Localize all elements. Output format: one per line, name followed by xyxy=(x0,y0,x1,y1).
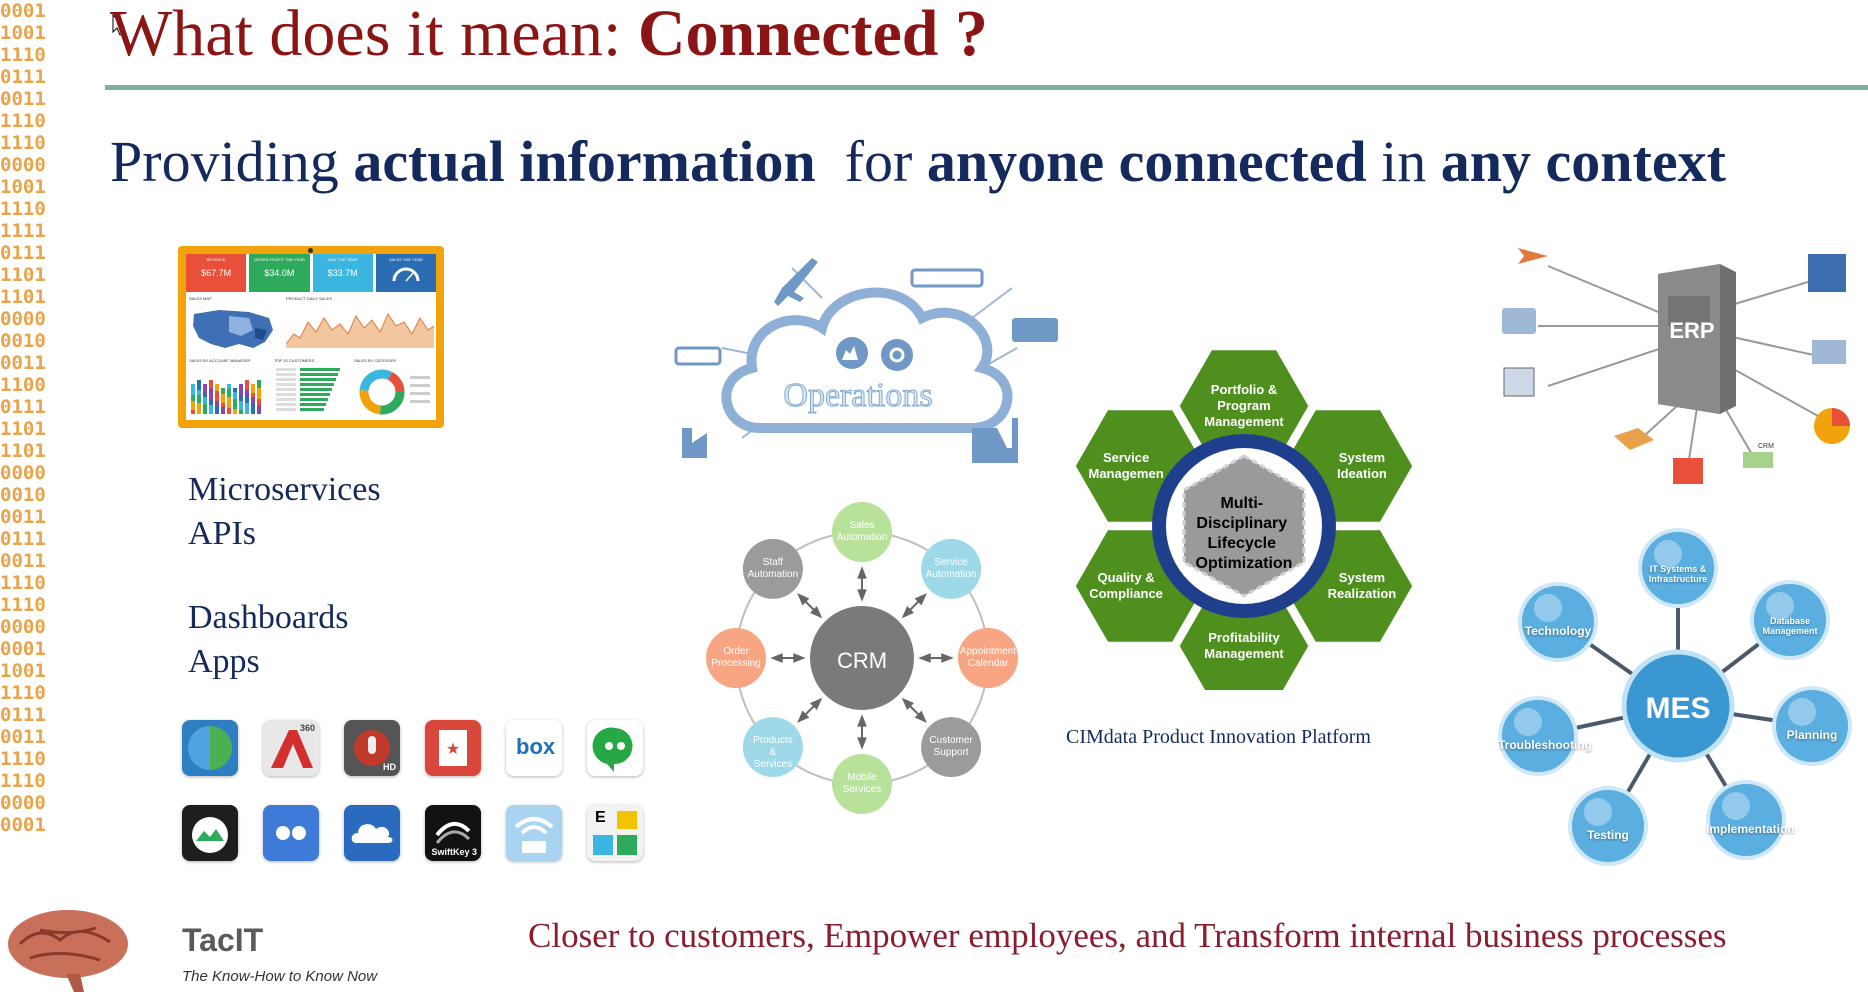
onedrive-icon[interactable] xyxy=(344,805,400,861)
kpi-row: REVENUE $67.7M GROSS PROFIT THE YEAR $34… xyxy=(186,254,436,292)
kpi-unit: UNIT THE YEAR $33.7M xyxy=(312,254,373,292)
mes-center-label: MES xyxy=(1645,692,1710,725)
brand-name: TacIT xyxy=(182,922,264,958)
kpi-revenue: REVENUE $67.7M xyxy=(186,254,247,292)
travel-app-icon[interactable]: E xyxy=(587,805,643,861)
swiftkey-icon[interactable]: SwiftKey 3 xyxy=(425,805,481,861)
box-icon[interactable]: box xyxy=(506,720,562,776)
apis-label: APIs xyxy=(188,515,257,552)
list-group-2: Dashboards Apps xyxy=(188,596,349,684)
mes-node-label: Troubleshooting xyxy=(1498,738,1592,752)
autocad-360-badge: 360 xyxy=(299,723,315,733)
cimdata-caption: CIMdata Product Innovation Platform xyxy=(1066,726,1371,748)
us-map xyxy=(193,310,273,348)
printer-icon xyxy=(1012,318,1058,342)
erp-label: ERP xyxy=(1669,318,1714,343)
daily-sales-label: PRODUCT DAILY SALES xyxy=(286,296,333,301)
stacked-bar-chart xyxy=(191,380,261,414)
mes-node-label: Planning xyxy=(1786,728,1838,742)
dashboards-label: Dashboards xyxy=(188,599,349,636)
mes-node-label: Technology xyxy=(1524,624,1592,638)
crm-center-label: CRM xyxy=(837,648,887,673)
brain-logo-icon xyxy=(8,910,128,992)
autocad-360-icon[interactable]: 360 xyxy=(263,720,319,776)
mes-node-label: IT Systems & Infrastructure xyxy=(1648,564,1708,584)
operations-label: Operations xyxy=(783,377,932,414)
mes-node-label: Implementation xyxy=(1706,822,1795,836)
by-manager-label: SALES BY ACCOUNT MANAGER xyxy=(189,358,251,363)
cimdata-hex-label: Quality &Compliance xyxy=(1089,570,1163,601)
erp-peripheral-icons: CRM xyxy=(1502,248,1850,484)
mouse-cursor-icon xyxy=(112,14,126,36)
bookmark-app-icon[interactable]: ★ xyxy=(425,720,481,776)
box-badge: box xyxy=(516,734,556,759)
cimdata-center-label: Multi- Disciplinary Lifecycle Optimizati… xyxy=(1196,495,1293,572)
kpi-gross-profit: GROSS PROFIT THE YEAR $34.0M xyxy=(249,254,310,292)
erp-diagram: ERP CRM xyxy=(1502,248,1850,484)
operations-cloud-diagram: Operations xyxy=(674,258,1058,463)
top-customers-chart xyxy=(276,368,340,411)
binary-decoration: 0001 1001 1110 0111 0011 1110 1110 0000 … xyxy=(0,0,46,836)
crm-tag: CRM xyxy=(1758,443,1774,450)
hangouts-icon[interactable] xyxy=(587,720,643,776)
factory-icon xyxy=(682,428,707,458)
router-icon xyxy=(910,268,984,288)
apps-label: Apps xyxy=(188,643,260,680)
forklift-icon xyxy=(972,418,1018,463)
travel-app-badge: E xyxy=(595,809,606,826)
mes-node-label: Database Management xyxy=(1762,616,1818,636)
svg-text:★: ★ xyxy=(446,741,460,758)
footer-statement: Closer to customers, Empower employees, … xyxy=(528,916,1727,955)
sales-map-label: SALES MAP xyxy=(189,296,212,301)
swiftkey-badge: SwiftKey 3 xyxy=(431,847,477,857)
by-category-label: SALES BY CATEGORY xyxy=(354,358,397,363)
dashboard-thumbnail: REVENUE $67.7M GROSS PROFIT THE YEAR $34… xyxy=(178,246,444,428)
globe-app-icon[interactable] xyxy=(182,720,238,776)
flickr-icon[interactable] xyxy=(263,805,319,861)
slide-title: What does it mean: Connected ? xyxy=(110,0,988,70)
wifi-app-icon[interactable] xyxy=(506,805,562,861)
modem-icon xyxy=(674,346,722,366)
airplane-icon xyxy=(774,258,818,306)
voice-recorder-hd-icon[interactable]: HD xyxy=(344,720,400,776)
kpi-sales-gauge: SALES THE YEAR xyxy=(375,254,436,292)
voice-recorder-hd-badge: HD xyxy=(383,762,396,772)
list-group-1: Microservices APIs xyxy=(188,468,381,556)
mes-node-label: Testing xyxy=(1587,828,1629,842)
daily-sales-chart xyxy=(286,312,434,348)
title-divider xyxy=(105,85,1868,90)
brand-tagline: The Know-How to Know Now xyxy=(182,968,378,985)
microservices-label: Microservices xyxy=(188,471,381,508)
basecamp-icon[interactable] xyxy=(182,805,238,861)
category-donut xyxy=(359,369,430,415)
crm-node-label: Products&Services xyxy=(753,735,792,770)
top-customers-label: TOP 10 CUSTOMERS xyxy=(274,358,315,363)
slide-subtitle: Providing actual information for anyone … xyxy=(110,129,1726,194)
